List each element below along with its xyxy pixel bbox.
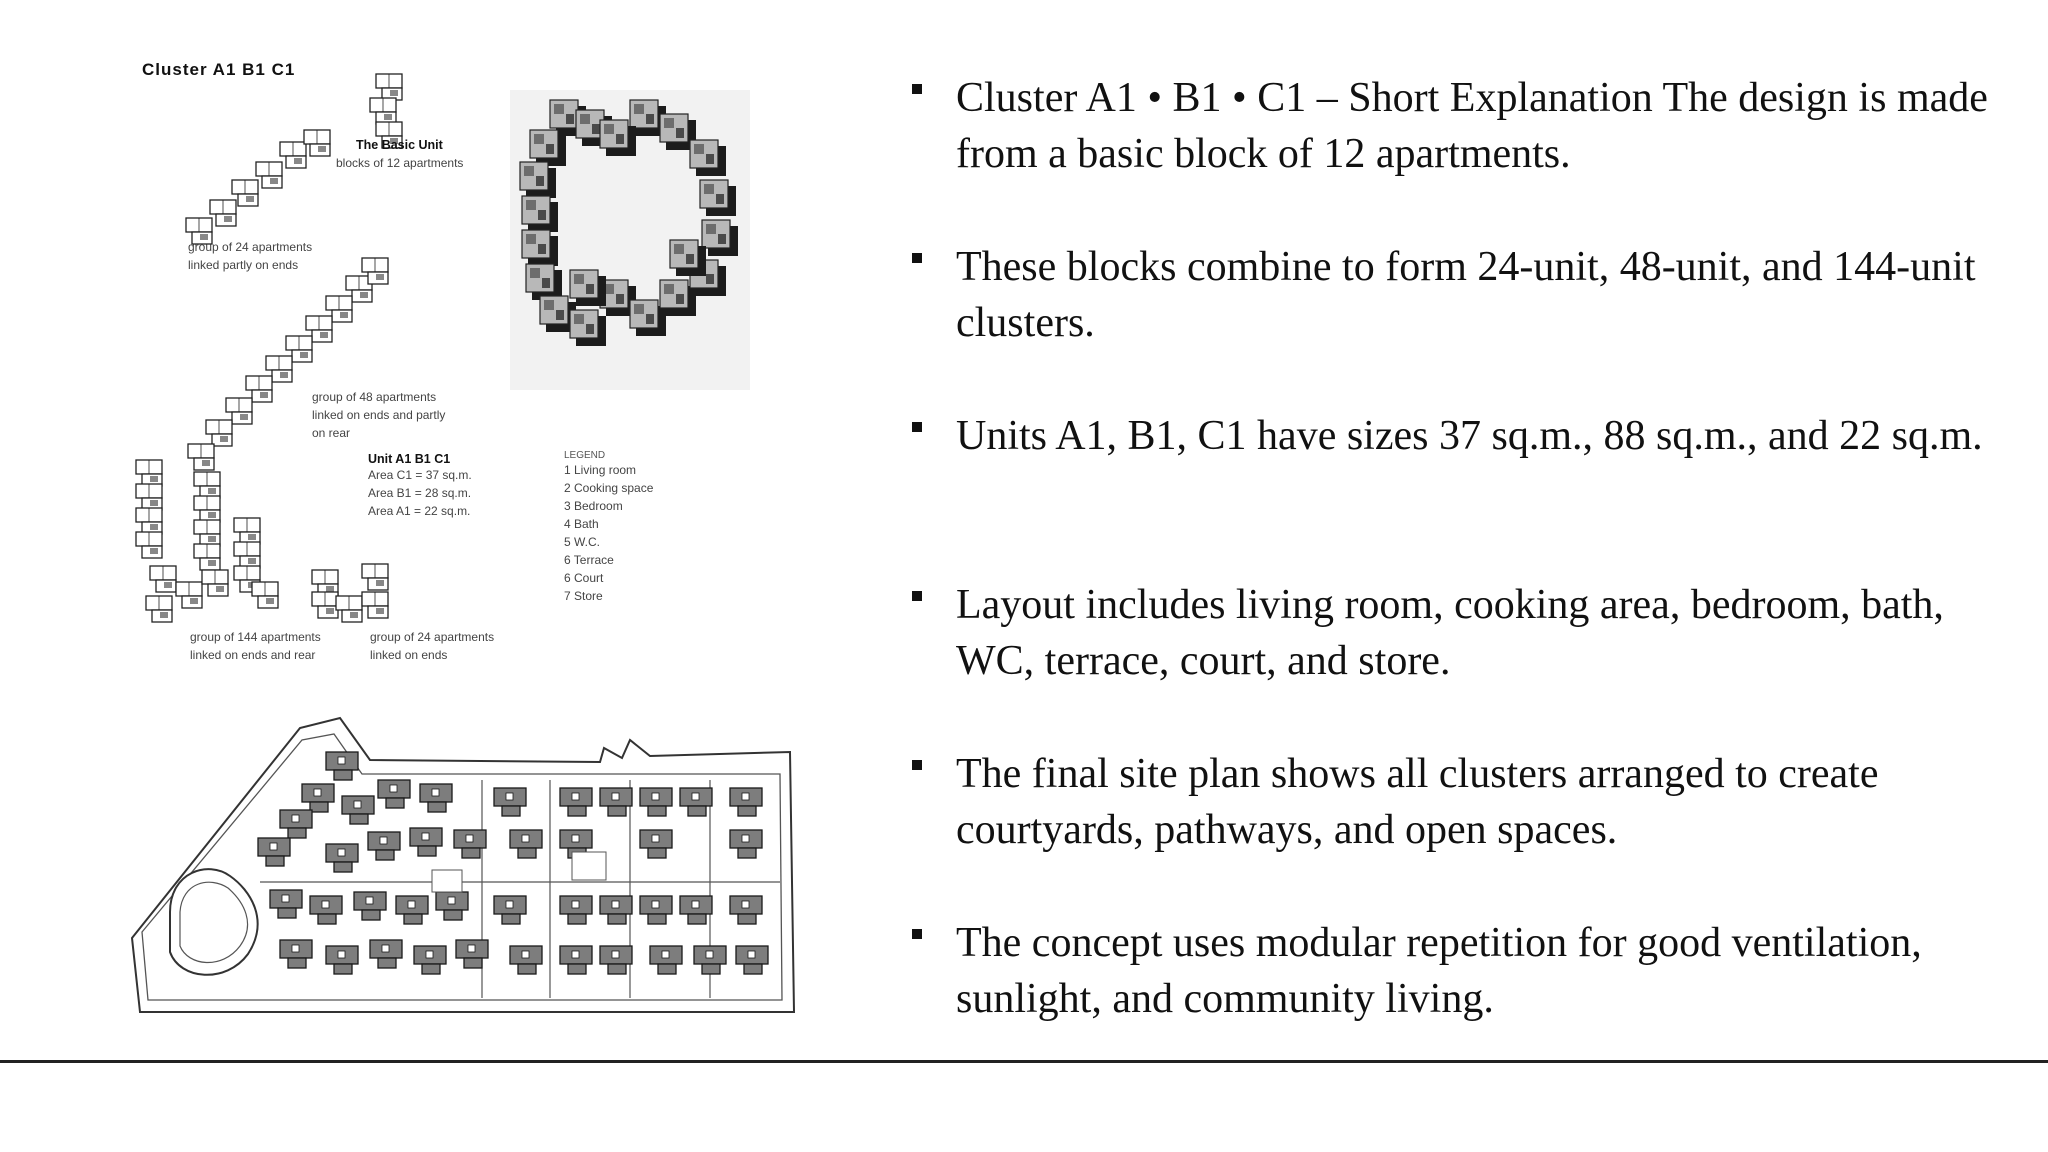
bullet-square-icon <box>912 760 922 770</box>
bullet-square-icon <box>912 253 922 263</box>
group24-partly-drawing <box>185 129 331 245</box>
group144-drawing <box>135 459 279 623</box>
bullet-square-icon <box>912 591 922 601</box>
cluster-3d-model <box>510 90 750 390</box>
legend: LEGEND 1 Living room 2 Cooking space 3 B… <box>564 450 654 603</box>
cluster-drawings <box>130 73 796 1013</box>
site-plan <box>130 716 796 1013</box>
bullet-item: Layout includes living room, cooking are… <box>910 577 2020 746</box>
group24-ends-drawing <box>311 563 389 623</box>
basic-unit-title: The Basic Unit <box>356 138 443 152</box>
basic-unit-drawing <box>369 73 403 149</box>
figure-title: Cluster A1 B1 C1 <box>142 60 296 79</box>
bullet-item: These blocks combine to form 24-unit, 48… <box>910 239 2020 408</box>
bullet-square-icon <box>912 929 922 939</box>
bottom-divider <box>0 1060 2048 1063</box>
unit-areas: Unit A1 B1 C1 Area C1 = 37 sq.m. Area B1… <box>368 452 472 518</box>
basic-unit-subtitle: blocks of 12 apartments <box>336 156 464 170</box>
legend-item: 4 Bath <box>564 517 599 531</box>
legend-item: 1 Living room <box>564 463 637 477</box>
cluster-figure: Cluster A1 B1 C1 The Basic Unit blocks o… <box>130 40 810 1060</box>
bullet-item: Units A1, B1, C1 have sizes 37 sq.m., 88… <box>910 408 2020 577</box>
legend-item: 5 W.C. <box>564 535 601 549</box>
legend-item: 2 Cooking space <box>564 481 654 495</box>
legend-item: 6 Court <box>564 571 604 585</box>
group144-label: group of 144 apartments linked on ends a… <box>190 630 321 662</box>
legend-item: 6 Terrace <box>564 553 614 567</box>
group24-ends-label: group of 24 apartments linked on ends <box>370 630 495 662</box>
legend-item: 3 Bedroom <box>564 499 623 513</box>
bullet-square-icon <box>912 422 922 432</box>
bullet-item: The concept uses modular repetition for … <box>910 915 2020 1084</box>
group48-label: group of 48 apartments linked on ends an… <box>312 390 446 440</box>
group24-partly-label: group of 24 apartments linked partly on … <box>188 240 313 272</box>
bullet-square-icon <box>912 84 922 94</box>
bullet-item: Cluster A1 • B1 • C1 – Short Explanation… <box>910 70 2020 239</box>
bullet-item: The final site plan shows all clusters a… <box>910 746 2020 915</box>
bullet-list: Cluster A1 • B1 • C1 – Short Explanation… <box>910 70 2020 1084</box>
legend-item: 7 Store <box>564 589 603 603</box>
